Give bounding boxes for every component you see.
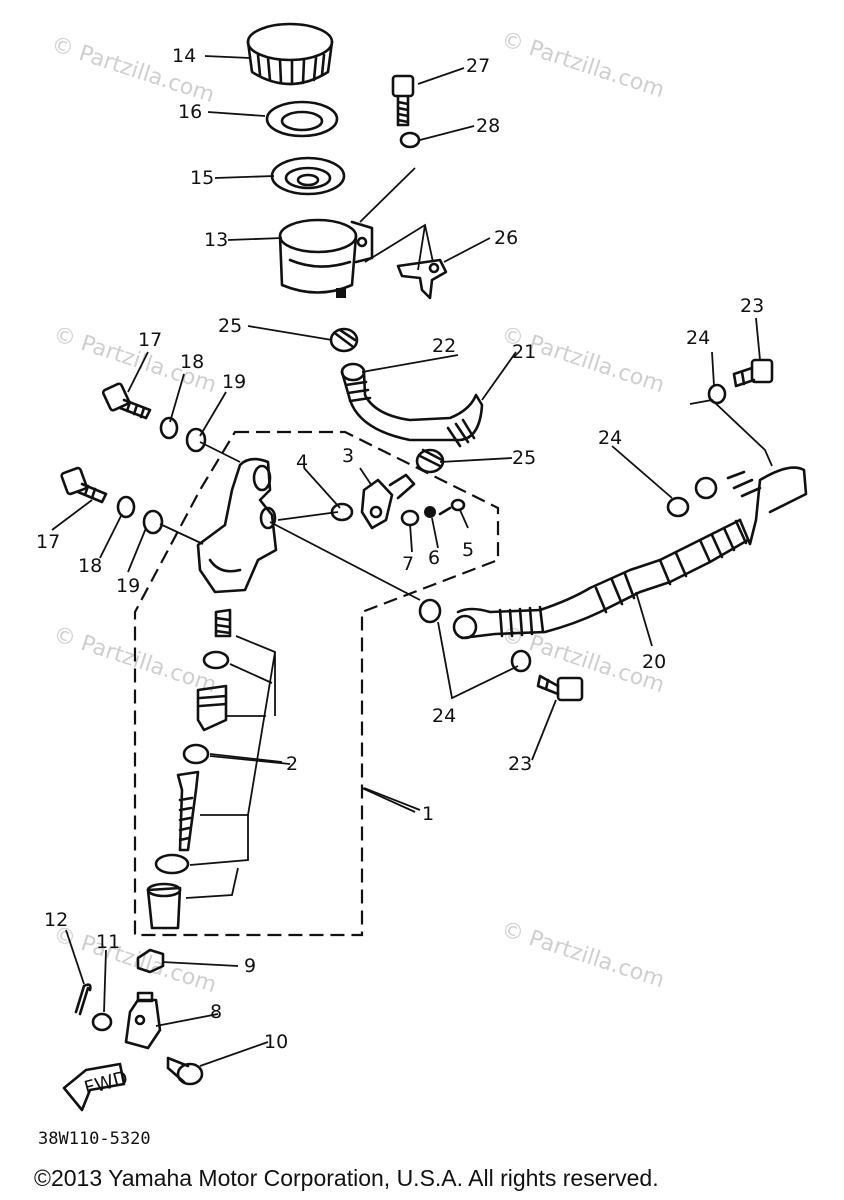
callout-18-lower: 18 bbox=[78, 555, 102, 577]
callout-8: 8 bbox=[210, 1001, 222, 1023]
callout-16: 16 bbox=[178, 101, 202, 123]
leader bbox=[185, 635, 283, 899]
bolt-17-upper bbox=[101, 382, 152, 420]
washer-28 bbox=[399, 131, 421, 149]
washer-7 bbox=[400, 509, 420, 527]
nut-9 bbox=[136, 948, 165, 974]
diaphragm bbox=[270, 156, 346, 196]
bolt-23-upper bbox=[732, 358, 774, 388]
reservoir-cap bbox=[246, 22, 334, 86]
leader bbox=[361, 787, 416, 813]
reservoir-stay bbox=[396, 258, 448, 300]
callout-19-lower: 19 bbox=[116, 575, 140, 597]
callout-6: 6 bbox=[428, 547, 440, 569]
callout-4: 4 bbox=[296, 451, 308, 473]
watermark: © Partzilla.com bbox=[498, 917, 667, 993]
callout-15: 15 bbox=[190, 167, 214, 189]
callout-23-upper: 23 bbox=[740, 295, 764, 317]
callout-2: 2 bbox=[286, 753, 298, 775]
pin-10 bbox=[166, 1056, 204, 1086]
clevis-8 bbox=[124, 991, 162, 1050]
callout-25-lower: 25 bbox=[512, 447, 536, 469]
callout-9: 9 bbox=[244, 955, 256, 977]
callout-24-top: 24 bbox=[686, 327, 710, 349]
brake-switch-3 bbox=[360, 473, 416, 530]
washer-24-top bbox=[707, 383, 727, 405]
callout-26: 26 bbox=[494, 227, 518, 249]
callout-13: 13 bbox=[204, 229, 228, 251]
callout-23-lower: 23 bbox=[508, 753, 532, 775]
hose-clip-lower bbox=[415, 448, 445, 474]
forward-arrow: FWD bbox=[62, 1062, 131, 1112]
callout-5: 5 bbox=[462, 539, 474, 561]
callout-1: 1 bbox=[422, 803, 434, 825]
fwd-label: FWD bbox=[82, 1067, 131, 1100]
leader bbox=[269, 521, 421, 601]
washer-24-lower bbox=[510, 649, 532, 673]
callout-25-upper: 25 bbox=[218, 315, 242, 337]
cotter-pin-12 bbox=[74, 983, 92, 1016]
diaphragm-holder bbox=[265, 100, 339, 138]
bolt-23-lower bbox=[536, 674, 584, 702]
callout-22: 22 bbox=[432, 335, 456, 357]
watermark: © Partzilla.com bbox=[498, 27, 667, 103]
washer-24-right bbox=[666, 496, 690, 518]
copyright-notice: ©2013 Yamaha Motor Corporation, U.S.A. A… bbox=[34, 1165, 659, 1191]
leader bbox=[277, 511, 339, 521]
watermark-group: © Partzilla.com © Partzilla.com © Partzi… bbox=[48, 27, 667, 998]
leader bbox=[689, 399, 773, 467]
callout-27: 27 bbox=[466, 55, 490, 77]
washer-24-mid bbox=[418, 598, 442, 624]
bolt-17-lower bbox=[60, 466, 108, 504]
piston-internals bbox=[146, 608, 232, 930]
callout-12: 12 bbox=[44, 909, 68, 931]
callout-10: 10 bbox=[264, 1031, 288, 1053]
nut-6 bbox=[424, 506, 436, 518]
callout-21: 21 bbox=[512, 341, 536, 363]
callout-17-upper: 17 bbox=[138, 329, 162, 351]
hose-clip-upper bbox=[329, 327, 359, 353]
washer-18-upper bbox=[159, 416, 179, 440]
washer-19-upper bbox=[185, 427, 207, 453]
callout-28: 28 bbox=[476, 115, 500, 137]
callout-7: 7 bbox=[402, 553, 414, 575]
reservoir-tank bbox=[278, 218, 374, 298]
washer-11 bbox=[91, 1012, 113, 1032]
callout-17-lower: 17 bbox=[36, 531, 60, 553]
callout-24-right: 24 bbox=[598, 427, 622, 449]
leader bbox=[159, 441, 241, 545]
brake-hose bbox=[452, 466, 808, 640]
drawing-code: 38W110-5320 bbox=[38, 1129, 151, 1149]
washer-19-lower bbox=[142, 509, 164, 535]
screw-5 bbox=[438, 498, 466, 516]
callout-3: 3 bbox=[342, 445, 354, 467]
callout-20: 20 bbox=[642, 651, 666, 673]
washer-18-lower bbox=[116, 495, 136, 519]
callout-11: 11 bbox=[96, 931, 120, 953]
callout-19-upper: 19 bbox=[222, 371, 246, 393]
callout-24-lower: 24 bbox=[432, 705, 456, 727]
leader bbox=[364, 223, 434, 271]
callout-labels: 14 16 15 13 27 28 26 25 22 21 25 17 18 1… bbox=[36, 45, 764, 1053]
callout-leaders bbox=[51, 55, 761, 1067]
callout-14: 14 bbox=[172, 45, 196, 67]
reservoir-hose bbox=[340, 362, 484, 448]
watermark: © Partzilla.com bbox=[48, 32, 217, 108]
master-cylinder-body bbox=[196, 457, 278, 594]
bolt-27 bbox=[391, 74, 415, 127]
leader bbox=[359, 167, 416, 223]
callout-18-upper: 18 bbox=[180, 351, 204, 373]
